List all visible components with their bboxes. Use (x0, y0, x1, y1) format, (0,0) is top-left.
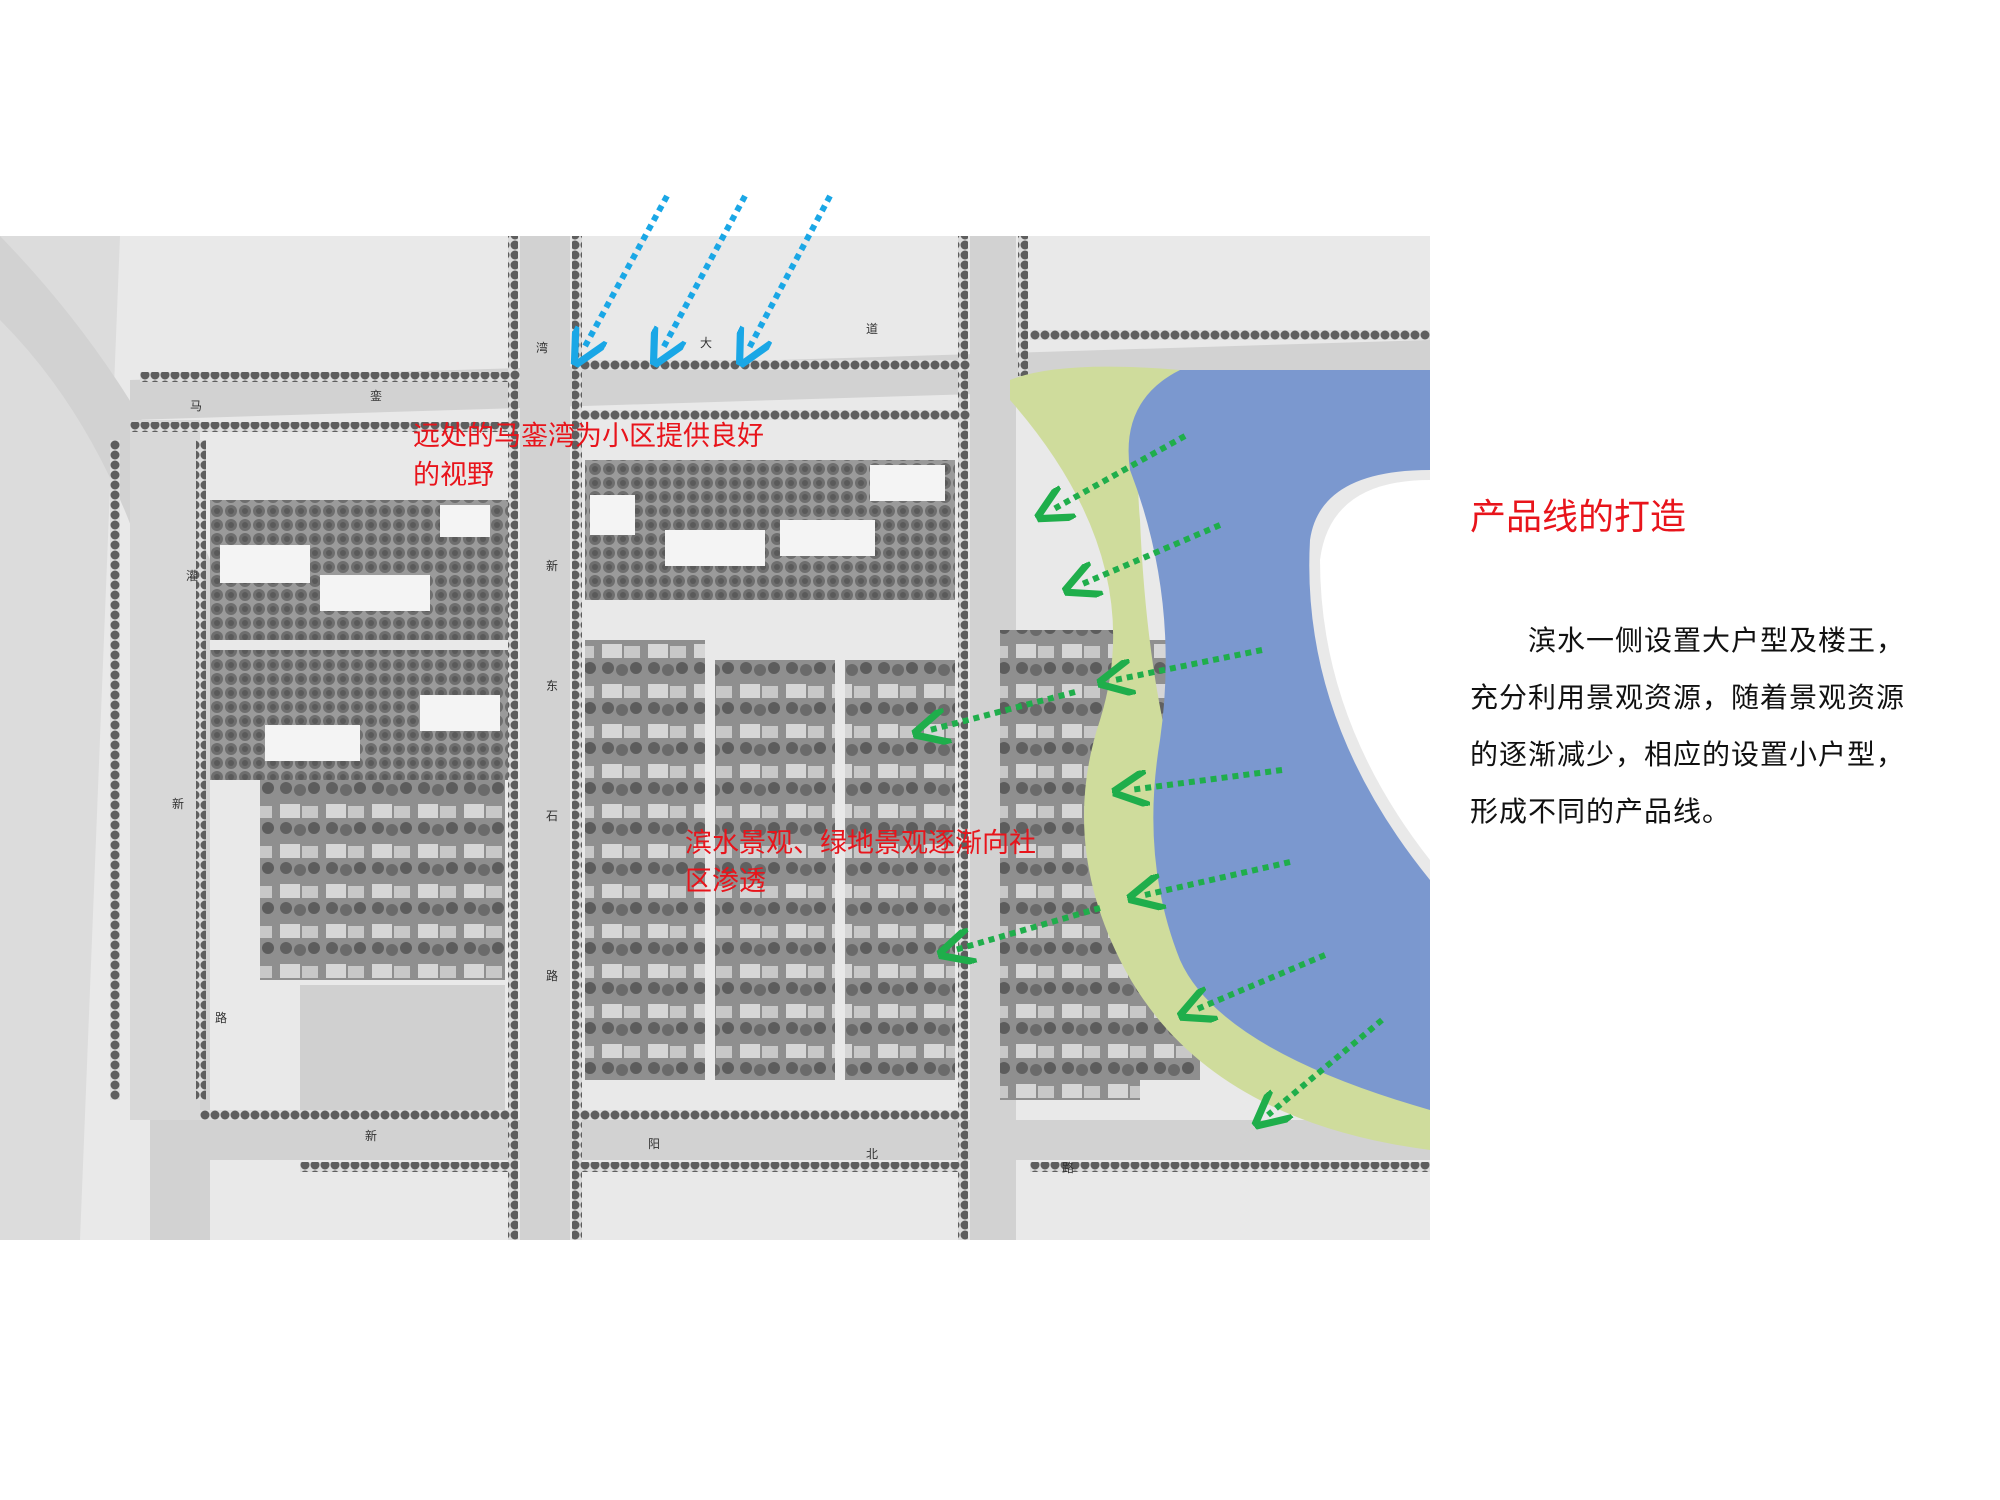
permeate-arrow-1 (1052, 433, 1187, 510)
side-panel-body: 滨水一侧设置大户型及楼王，充分利用景观资源，随着景观资源的逐渐减少，相应的设置小… (1470, 624, 1906, 828)
permeate-arrow-9 (1268, 1017, 1384, 1115)
street-trees (110, 236, 1430, 1240)
svg-text:东: 东 (546, 679, 558, 693)
svg-text:路: 路 (1062, 1160, 1074, 1175)
svg-text:北: 北 (866, 1147, 878, 1161)
road-labels: 马 銮 湾 大 道 灌 新 路 新 东 石 路 新 阳 北 路 (172, 322, 1074, 1175)
svg-text:銮: 銮 (370, 388, 382, 403)
svg-text:路: 路 (215, 1010, 227, 1025)
white-land (1320, 480, 1430, 860)
svg-text:大: 大 (700, 336, 712, 350)
view-arrow-1 (583, 194, 670, 350)
permeate-arrow-7 (955, 905, 1101, 950)
open-lot (300, 985, 505, 1110)
view-arrow-3 (748, 194, 833, 350)
permeate-annotation-line1: 滨水景观、绿地景观逐渐向社 (685, 828, 1036, 859)
site-plan: 马 銮 湾 大 道 灌 新 路 新 东 石 路 新 阳 北 路 远处的马銮湾为小… (0, 194, 1430, 1240)
permeate-arrow-6 (1145, 859, 1291, 895)
permeate-arrow-5 (1130, 767, 1283, 790)
permeate-arrow-8 (1195, 952, 1327, 1010)
water-body (1128, 370, 1430, 1110)
view-annotation-line2: 的视野 (413, 460, 494, 491)
permeate-arrow-4 (930, 689, 1076, 730)
svg-text:马: 马 (190, 399, 202, 413)
view-arrow-2 (662, 194, 748, 350)
permeate-arrow-3 (1115, 647, 1263, 680)
svg-text:石: 石 (546, 809, 558, 823)
svg-text:阳: 阳 (648, 1137, 660, 1151)
highrise-block-nw (210, 500, 508, 780)
svg-text:新: 新 (365, 1128, 377, 1143)
green-belt (1010, 366, 1430, 1151)
view-arrows (583, 194, 833, 350)
svg-text:路: 路 (546, 968, 558, 983)
side-panel-title: 产品线的打造 (1470, 497, 1687, 538)
permeate-arrow-2 (1080, 522, 1222, 585)
permeate-annotation-line2: 区渗透 (685, 866, 766, 897)
svg-text:灌: 灌 (186, 569, 198, 583)
view-annotation-line1: 远处的马銮湾为小区提供良好 (413, 421, 764, 452)
svg-text:道: 道 (866, 322, 878, 336)
permeate-arrows (930, 433, 1384, 1115)
svg-text:新: 新 (546, 558, 558, 573)
svg-text:新: 新 (172, 796, 184, 811)
highrise-block-nc (585, 460, 955, 600)
roads (0, 236, 1430, 1240)
svg-text:湾: 湾 (536, 340, 548, 355)
